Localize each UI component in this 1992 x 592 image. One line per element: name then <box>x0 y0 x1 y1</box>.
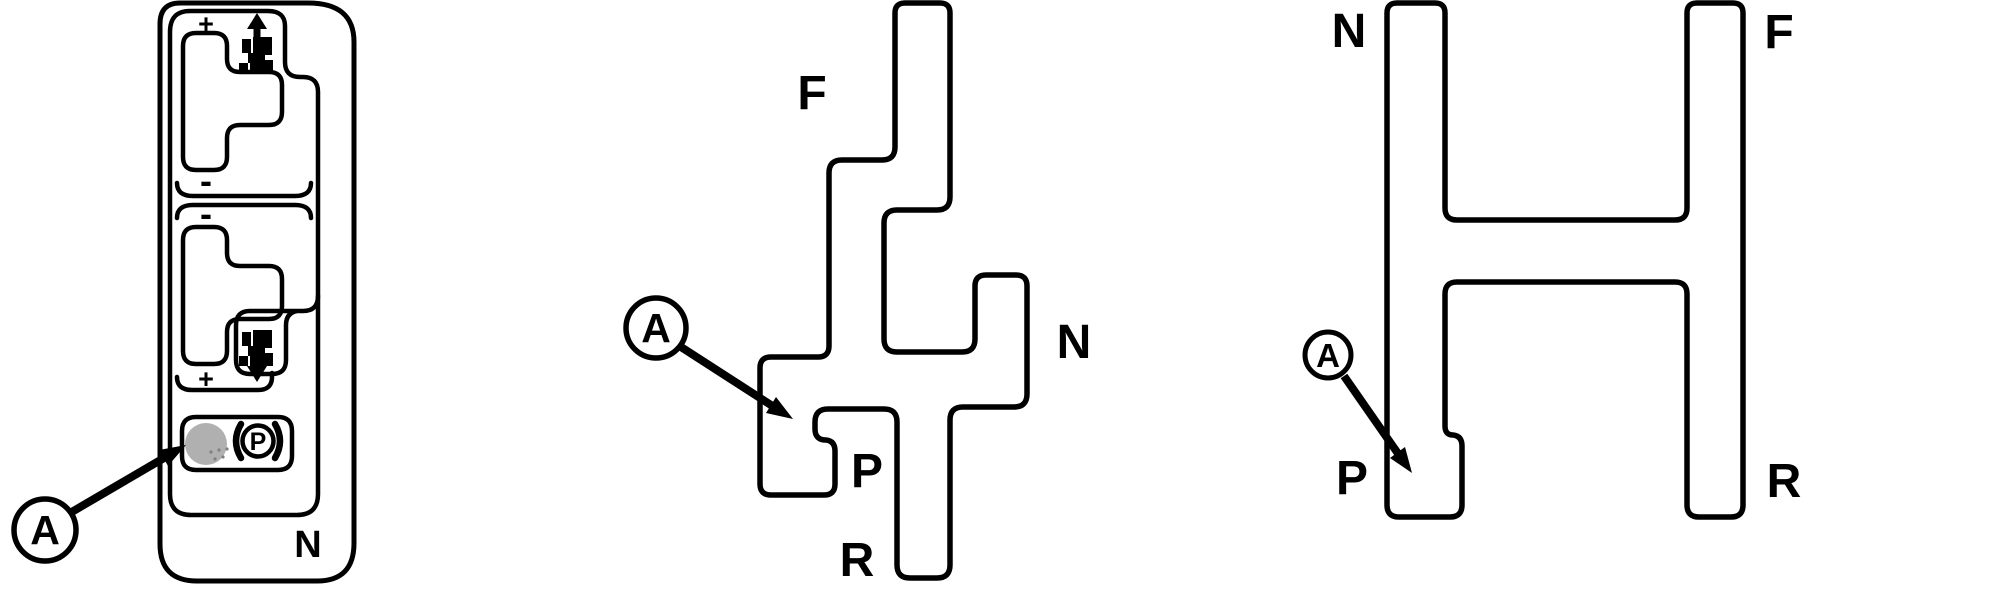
callout-a-console: A <box>11 445 186 564</box>
label-forward-h: F <box>1764 6 1793 59</box>
callout-letter: A <box>1316 337 1340 374</box>
park-pad-outline <box>179 414 295 473</box>
callout-letter: A <box>30 507 60 553</box>
park-letter: P <box>250 428 267 456</box>
label-reverse-gate: R <box>840 534 875 587</box>
detent-speckles <box>209 447 229 461</box>
label-neutral-gate: N <box>1057 316 1092 369</box>
lower-pocket-outline <box>233 293 321 377</box>
label-neutral-console: N <box>294 524 321 566</box>
gear-island-lower <box>180 224 285 367</box>
lower-chamber-bottom <box>174 370 275 393</box>
callout-arrowhead <box>159 445 186 466</box>
callout-arrow-line <box>67 454 167 517</box>
callout-arrowhead <box>766 397 793 419</box>
label-reverse-h: R <box>1767 455 1802 508</box>
callout-arrow-line <box>1340 373 1403 458</box>
chamber-separator-upper <box>174 180 314 199</box>
label-plus-bottom: + <box>198 364 214 394</box>
tractor-raise-icon <box>239 13 273 73</box>
chamber-separator-lower <box>174 202 314 221</box>
callout-letter: A <box>641 305 671 351</box>
label-neutral-h: N <box>1332 5 1367 58</box>
label-plus-top: + <box>198 9 214 39</box>
callout-arrowhead <box>1390 447 1412 473</box>
label-park-h: P <box>1336 452 1368 505</box>
gate-outline <box>757 0 1030 581</box>
park-brake-icon: P <box>232 420 284 462</box>
console-outer-outline <box>157 0 357 584</box>
detent-dot <box>185 423 227 465</box>
callout-a-gate: A <box>623 295 793 419</box>
label-minus-upper: - <box>200 160 212 201</box>
console-shift-pattern-diagram: P + - - + N A <box>11 0 357 584</box>
console-inner-outline <box>167 8 321 518</box>
gate-shift-pattern-diagram: F N P R A <box>623 0 1092 587</box>
label-park-gate: P <box>851 445 883 498</box>
label-forward-gate: F <box>797 67 826 120</box>
h-shift-pattern-diagram: N F P R A <box>1302 0 1802 520</box>
tractor-lower-icon <box>239 330 273 382</box>
callout-arrow-line <box>678 343 777 411</box>
callout-a-h: A <box>1302 329 1412 473</box>
h-outline <box>1384 0 1746 520</box>
gear-island-upper <box>180 30 285 173</box>
label-minus-lower: - <box>200 193 212 234</box>
